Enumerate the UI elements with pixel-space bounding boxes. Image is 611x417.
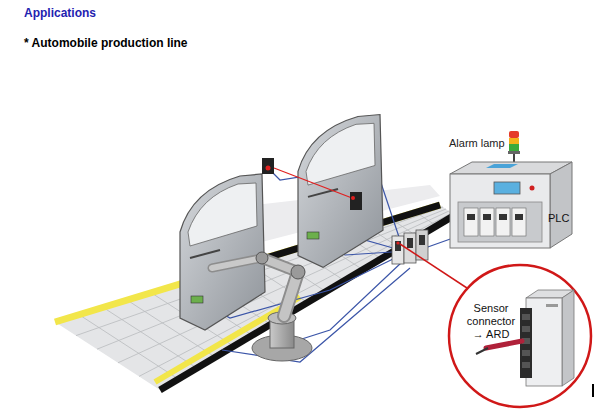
callout-leader — [400, 244, 470, 290]
tile-joint — [97, 209, 446, 349]
car-door — [180, 174, 265, 330]
node-text: Sensor connector → ARD — [462, 302, 520, 342]
car-door — [298, 115, 383, 268]
robot-arm — [212, 252, 312, 361]
callout-circle-node: Sensor connector → ARD — [446, 262, 594, 410]
plc-cabinet-box: PLC — [448, 160, 574, 250]
plc-cabinet — [448, 160, 574, 250]
cursor-mark — [592, 384, 594, 397]
node-text: PLC — [548, 212, 574, 225]
callout-circle — [446, 262, 594, 410]
proximity-sensor — [191, 232, 319, 303]
subtitle: * Automobile production line — [24, 36, 188, 50]
photoelectric-sensor — [262, 158, 362, 210]
part-label: Alarm lamp — [449, 137, 505, 150]
page-title: Applications — [24, 6, 96, 20]
